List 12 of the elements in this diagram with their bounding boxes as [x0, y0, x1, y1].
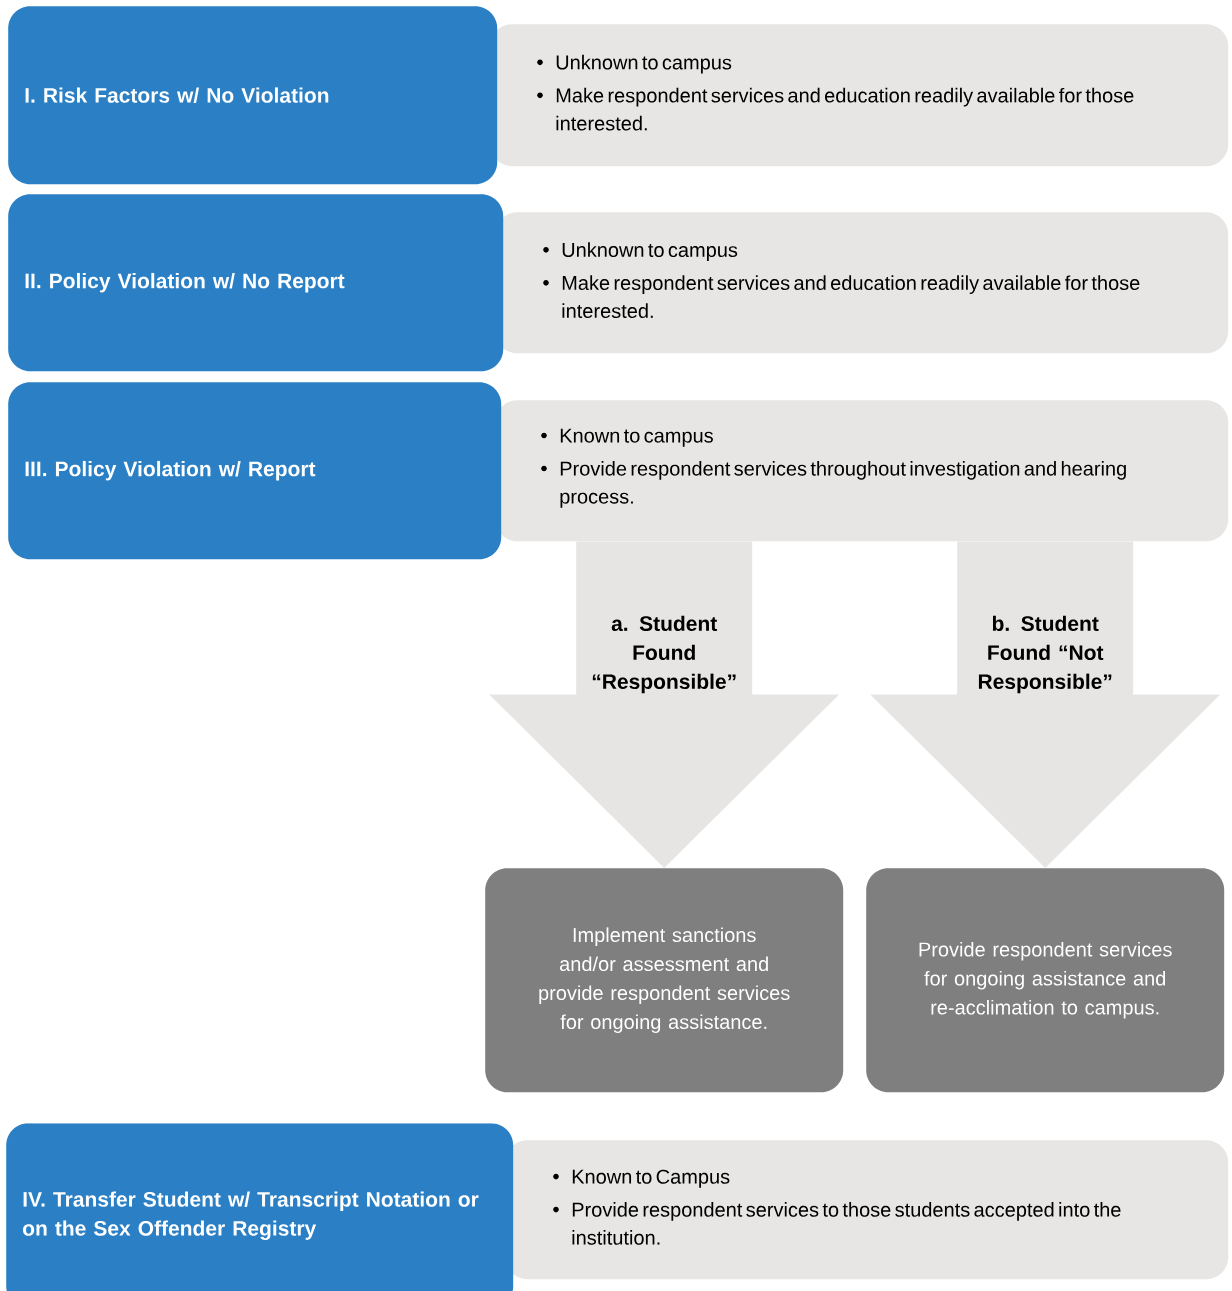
- bulleted-box: Known to Campus Provide respondent services to those students accepted into the institution.: [505, 1140, 1229, 1280]
- edge-label: b. Student Found “Not Responsible”: [963, 613, 1128, 696]
- stage-box: II. Policy Violation w/ No Report: [8, 194, 504, 372]
- bulleted-box: Unknown to campus Make respondent services and education readily available for those interested.: [490, 24, 1229, 167]
- bulleted-box: Known to campus Provide respondent services throughout investigation and hearing process.: [495, 400, 1229, 542]
- outcome-box: Provide respondent services for ongoing assistance and re-acclimation to campus.: [866, 868, 1225, 1093]
- edge-label: a. Student Found “Responsible”: [582, 613, 747, 696]
- bulleted-box: Unknown to campus Make respondent services and education readily available for those interested.: [495, 212, 1229, 354]
- stage-box: I. Risk Factors w/ No Violation: [8, 6, 498, 185]
- stage-box: IV. Transfer Student w/ Transcript Notation or on the Sex Offender Registry: [6, 1123, 514, 1291]
- outcome-box: Implement sanctions and/or assessment and provide respondent services for ongoing assistance.: [485, 868, 844, 1093]
- stage-box: III. Policy Violation w/ Report: [8, 382, 502, 560]
